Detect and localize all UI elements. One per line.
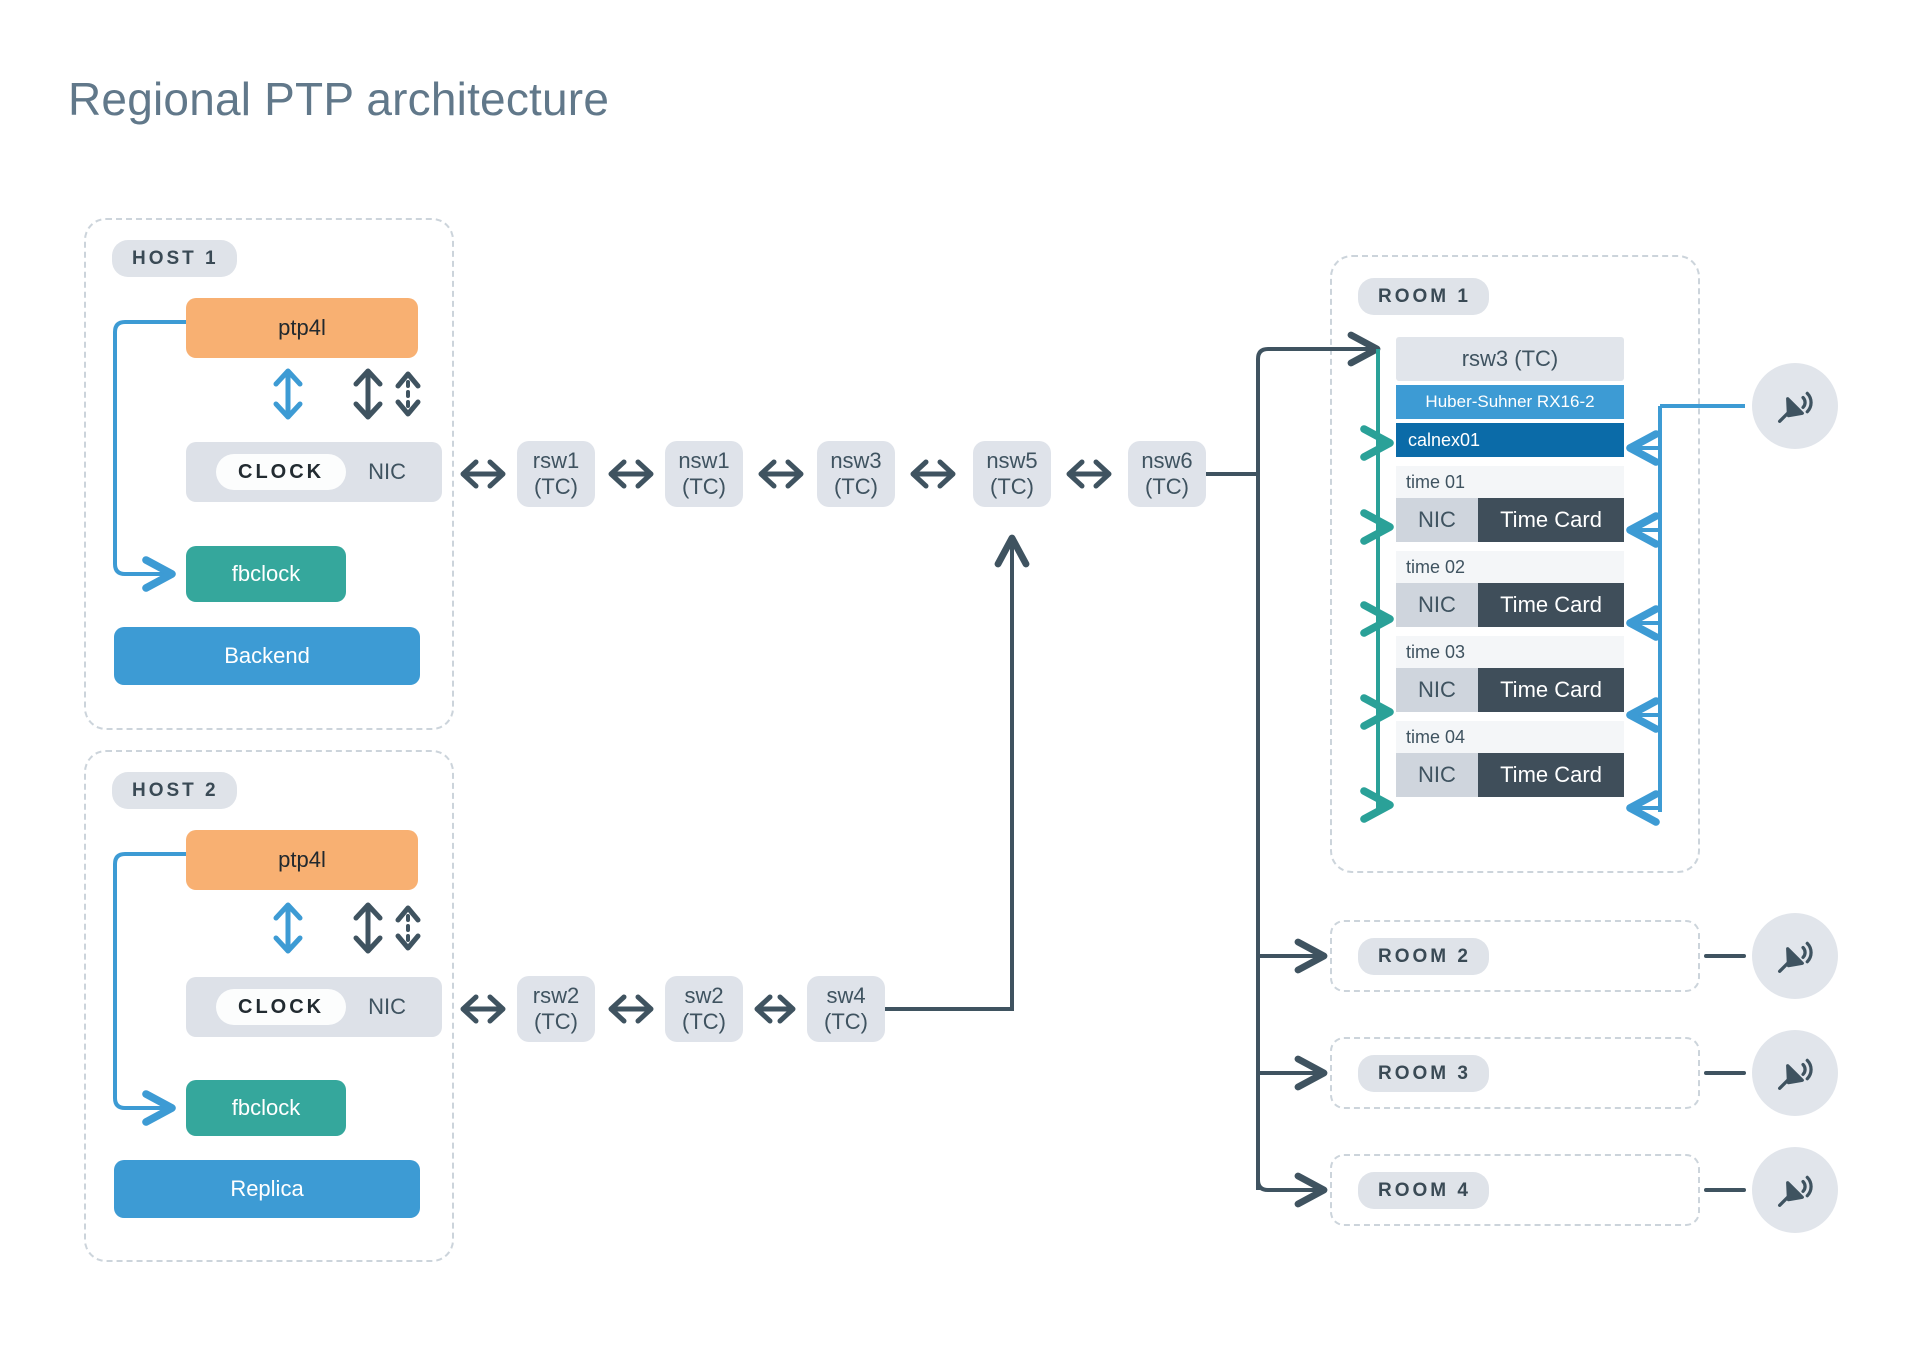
host-1-backend[interactable]: Backend [114, 627, 420, 685]
switch-rsw2[interactable]: rsw2 (TC) [517, 976, 595, 1042]
switch-nsw3-name: nsw3 [830, 448, 882, 474]
room-3-badge: ROOM 3 [1358, 1055, 1489, 1092]
switch-sw2-name: sw2 [684, 983, 724, 1009]
link-nsw1-nsw3-icon [758, 459, 804, 489]
host-1-clock-pill: CLOCK [216, 454, 347, 490]
room-1-badge: ROOM 1 [1358, 278, 1489, 315]
room-1-time02-label: time 02 [1396, 551, 1624, 583]
room-1-huber-suhner[interactable]: Huber-Suhner RX16-2 [1396, 385, 1624, 419]
gnss-antenna-icon [1778, 941, 1813, 973]
room-1-time03-nic[interactable]: NIC [1396, 668, 1478, 712]
room-1-time01-nic[interactable]: NIC [1396, 498, 1478, 542]
link-nic-rsw1-icon [460, 459, 506, 489]
switch-nsw5-name: nsw5 [986, 448, 1038, 474]
room-1-time04-timecard[interactable]: Time Card [1478, 753, 1624, 797]
switch-sw4-type: (TC) [824, 1009, 868, 1034]
room-1-time02-timecard[interactable]: Time Card [1478, 583, 1624, 627]
switch-nsw5[interactable]: nsw5 (TC) [973, 441, 1051, 507]
switch-nsw1-name: nsw1 [678, 448, 730, 474]
room-4-antenna-circle[interactable] [1752, 1147, 1838, 1233]
room-4-container [1330, 1154, 1700, 1226]
host-2-replica[interactable]: Replica [114, 1160, 420, 1218]
switch-sw2-type: (TC) [682, 1009, 726, 1034]
switch-nsw6-type: (TC) [1145, 474, 1189, 499]
room-1-time02-row: NIC Time Card [1396, 583, 1624, 627]
room-1-time04-nic[interactable]: NIC [1396, 753, 1478, 797]
host-1-ptp4l[interactable]: ptp4l [186, 298, 418, 358]
room-2-badge: ROOM 2 [1358, 938, 1489, 975]
link-rsw2-sw2-icon [608, 994, 654, 1024]
room-1-panel: rsw3 (TC) Huber-Suhner RX16-2 calnex01 t… [1396, 337, 1624, 797]
switch-rsw2-type: (TC) [534, 1009, 578, 1034]
gnss-antenna-icon [1778, 1058, 1813, 1090]
room-1-time04-row: NIC Time Card [1396, 753, 1624, 797]
switch-rsw1[interactable]: rsw1 (TC) [517, 441, 595, 507]
host-1-fbclock[interactable]: fbclock [186, 546, 346, 602]
room-1-time02-nic[interactable]: NIC [1396, 583, 1478, 627]
host-2-clock-pill: CLOCK [216, 989, 347, 1025]
switch-nsw1[interactable]: nsw1 (TC) [665, 441, 743, 507]
room-1-time03-timecard[interactable]: Time Card [1478, 668, 1624, 712]
switch-rsw1-type: (TC) [534, 474, 578, 499]
switch-rsw1-name: rsw1 [532, 448, 580, 474]
room-1-time03-label: time 03 [1396, 636, 1624, 668]
host-2-ptp4l[interactable]: ptp4l [186, 830, 418, 890]
switch-nsw3-type: (TC) [834, 474, 878, 499]
room-1-time01-row: NIC Time Card [1396, 498, 1624, 542]
switch-rsw2-name: rsw2 [532, 983, 580, 1009]
gnss-antenna-icon [1778, 391, 1813, 423]
switch-sw2[interactable]: sw2 (TC) [665, 976, 743, 1042]
switch-sw4-name: sw4 [826, 983, 866, 1009]
room-1-time04-label: time 04 [1396, 721, 1624, 753]
switch-sw4[interactable]: sw4 (TC) [807, 976, 885, 1042]
room-1-time03-row: NIC Time Card [1396, 668, 1624, 712]
switch-nsw3[interactable]: nsw3 (TC) [817, 441, 895, 507]
switch-nsw1-type: (TC) [682, 474, 726, 499]
room-4-badge: ROOM 4 [1358, 1172, 1489, 1209]
switch-nsw6-name: nsw6 [1141, 448, 1193, 474]
sw4-to-nsw5-connector [885, 534, 1030, 1011]
host-1-badge: HOST 1 [112, 240, 237, 277]
room-1-calnex01[interactable]: calnex01 [1396, 423, 1624, 457]
room-3-antenna-circle[interactable] [1752, 1030, 1838, 1116]
host-2-nic-label: NIC [368, 994, 406, 1019]
switch-nsw6[interactable]: nsw6 (TC) [1128, 441, 1206, 507]
room-1-time01-timecard[interactable]: Time Card [1478, 498, 1624, 542]
room-1-rsw3[interactable]: rsw3 (TC) [1396, 337, 1624, 381]
host-2-badge: HOST 2 [112, 772, 237, 809]
link-nsw5-nsw6-icon [1066, 459, 1112, 489]
link-nic2-rsw2-icon [460, 994, 506, 1024]
room-2-antenna-circle[interactable] [1752, 913, 1838, 999]
switch-nsw5-type: (TC) [990, 474, 1034, 499]
host-1-nic-block: CLOCK NIC [186, 442, 442, 502]
host-2-fbclock[interactable]: fbclock [186, 1080, 346, 1136]
room-1-antenna-circle[interactable] [1752, 363, 1838, 449]
host-1-nic-label: NIC [368, 459, 406, 484]
link-nsw3-nsw5-icon [910, 459, 956, 489]
room-1-time01-label: time 01 [1396, 466, 1624, 498]
link-rsw1-nsw1-icon [608, 459, 654, 489]
page-title: Regional PTP architecture [68, 73, 610, 125]
gnss-antenna-icon [1778, 1175, 1813, 1207]
host-2-nic-block: CLOCK NIC [186, 977, 442, 1037]
link-sw2-sw4-icon [754, 994, 796, 1024]
